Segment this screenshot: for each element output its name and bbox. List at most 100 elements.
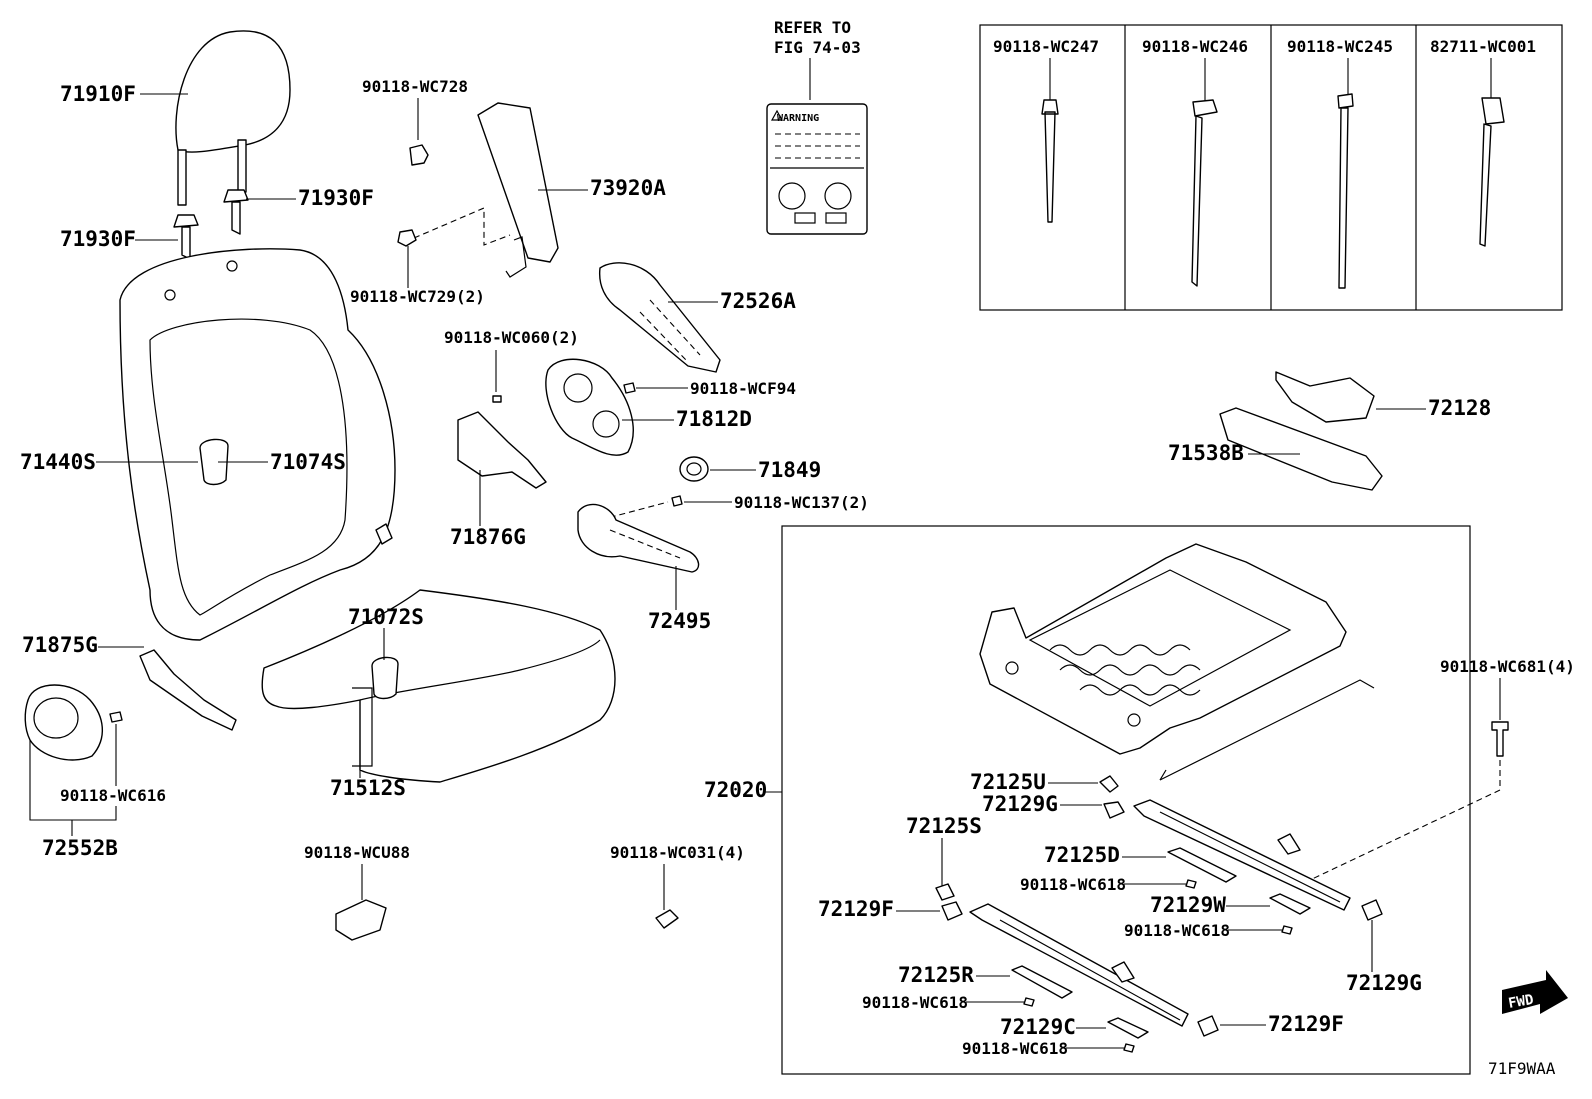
label-90118-WC031: 90118-WC031(4) xyxy=(610,843,745,862)
label-90118-WCU88: 90118-WCU88 xyxy=(304,843,410,862)
seat-side-cover-71538B[interactable] xyxy=(1219,407,1383,491)
label-72129C: 72129C xyxy=(1000,1015,1076,1039)
label-71072S: 71072S xyxy=(348,605,424,629)
label-71074S: 71074S xyxy=(270,450,346,474)
label-90118-WCF94: 90118-WCF94 xyxy=(690,379,796,398)
clip-wc618-c[interactable] xyxy=(1023,997,1035,1007)
label-90118-WC729: 90118-WC729(2) xyxy=(350,287,485,306)
seat-frame-assembly[interactable] xyxy=(979,543,1375,781)
label-73920A: 73920A xyxy=(590,176,666,200)
label-90118-WC616: 90118-WC616 xyxy=(60,786,166,805)
label-72552B: 72552B xyxy=(42,836,118,860)
bolt-wc031[interactable] xyxy=(655,909,679,929)
clip-wc618-d[interactable] xyxy=(1123,1043,1135,1053)
label-72129F-left: 72129F xyxy=(818,897,894,921)
label-90118-WC681: 90118-WC681(4) xyxy=(1440,657,1575,676)
cover-72125D[interactable] xyxy=(1167,847,1237,883)
refer-text-1: REFER TO xyxy=(774,18,851,37)
label-71876G: 71876G xyxy=(450,525,526,549)
fwd-arrow-icon: FWD xyxy=(1502,970,1568,1014)
label-71812D: 71812D xyxy=(676,407,752,431)
label-72020: 72020 xyxy=(704,778,767,802)
inset-label-2: 90118-WC246 xyxy=(1142,37,1248,56)
label-90118-WC618-d: 90118-WC618 xyxy=(962,1039,1068,1058)
clip-wc728[interactable] xyxy=(409,144,429,166)
seat-cushion[interactable] xyxy=(261,589,616,783)
label-72129F-right: 72129F xyxy=(1268,1012,1344,1036)
recliner-lever[interactable] xyxy=(577,503,700,573)
cable-tie-wc247 xyxy=(1041,99,1059,223)
clip-inset-box: 90118-WC247 90118-WC246 90118-WC245 8271… xyxy=(979,24,1563,311)
clip-wc618-a[interactable] xyxy=(1185,879,1197,889)
label-72495: 72495 xyxy=(648,609,711,633)
cover-72129W[interactable] xyxy=(1269,893,1311,915)
label-71930F-left: 71930F xyxy=(60,227,136,251)
inset-label-3: 90118-WC245 xyxy=(1287,37,1393,56)
warning-label-sticker[interactable]: WARNING xyxy=(766,103,868,235)
screw-wc060[interactable] xyxy=(492,395,502,403)
recliner-knob-cover[interactable] xyxy=(24,684,104,761)
recliner-cover-inner[interactable] xyxy=(545,358,634,456)
cover-72129C[interactable] xyxy=(1107,1017,1149,1039)
cap-72129G-upper[interactable] xyxy=(1103,801,1125,819)
cover-72125R[interactable] xyxy=(1011,965,1073,999)
label-72125U: 72125U xyxy=(970,770,1046,794)
clip-wc729[interactable] xyxy=(397,229,417,247)
cap-72129F-right[interactable] xyxy=(1197,1015,1219,1037)
label-71512S: 71512S xyxy=(330,776,406,800)
label-90118-WC618-a: 90118-WC618 xyxy=(1020,875,1126,894)
label-72125S: 72125S xyxy=(906,814,982,838)
clip-wcu88[interactable] xyxy=(335,899,387,941)
clip-wc616[interactable] xyxy=(109,711,123,723)
figure-code: 71F9WAA xyxy=(1488,1059,1556,1078)
headrest-guide-left[interactable] xyxy=(173,214,199,260)
seat-frame-box xyxy=(781,525,1471,1075)
inset-label-4: 82711-WC001 xyxy=(1430,37,1536,56)
seat-side-bracket[interactable] xyxy=(139,649,237,731)
washer-71849[interactable] xyxy=(679,456,709,482)
label-71538B: 71538B xyxy=(1168,441,1244,465)
screw-wcf94[interactable] xyxy=(623,382,636,394)
label-72129G-upper: 72129G xyxy=(982,792,1058,816)
label-71930F-right: 71930F xyxy=(298,186,374,210)
label-90118-WC060: 90118-WC060(2) xyxy=(444,328,579,347)
label-90118-WC137: 90118-WC137(2) xyxy=(734,493,869,512)
cap-72129F-left[interactable] xyxy=(941,901,963,921)
seatback-side-panel[interactable] xyxy=(477,102,559,263)
label-72128: 72128 xyxy=(1428,396,1491,420)
warning-triangle-icon xyxy=(770,109,784,121)
label-72125D: 72125D xyxy=(1044,843,1120,867)
bolt-wc681[interactable] xyxy=(1491,721,1509,757)
clip-72125S[interactable] xyxy=(935,883,955,901)
cable-tie-wc245 xyxy=(1337,93,1354,289)
seat-rail-upper[interactable] xyxy=(1133,799,1351,911)
clip-wc618-b[interactable] xyxy=(1281,925,1293,935)
fwd-text: FWD xyxy=(1507,992,1535,1012)
cable-tie-82711 xyxy=(1479,97,1505,247)
refer-text-2: FIG 74-03 xyxy=(774,38,861,57)
label-71849: 71849 xyxy=(758,458,821,482)
recliner-cover-outer[interactable] xyxy=(598,262,721,373)
seat-side-cover-72128[interactable] xyxy=(1275,371,1375,423)
label-72526A: 72526A xyxy=(720,289,796,313)
clip-72125U[interactable] xyxy=(1099,775,1119,793)
label-72129W: 72129W xyxy=(1150,893,1226,917)
label-90118-WC728: 90118-WC728 xyxy=(362,77,468,96)
cap-72129G-lower[interactable] xyxy=(1361,899,1383,921)
cable-tie-wc246 xyxy=(1191,99,1218,287)
label-72129G-lower: 72129G xyxy=(1346,971,1422,995)
seat-rail-lower[interactable] xyxy=(969,903,1189,1027)
label-71910F: 71910F xyxy=(60,82,136,106)
seatback-cushion[interactable] xyxy=(119,248,396,641)
label-71875G: 71875G xyxy=(22,633,98,657)
label-90118-WC618-c: 90118-WC618 xyxy=(862,993,968,1012)
recliner-bracket[interactable] xyxy=(457,411,547,489)
screw-wc137[interactable] xyxy=(671,495,683,507)
warning-label-text: WARNING xyxy=(777,113,819,124)
label-90118-WC618-b: 90118-WC618 xyxy=(1124,921,1230,940)
headrest-guide-right[interactable] xyxy=(223,189,249,235)
label-71440S: 71440S xyxy=(20,450,96,474)
label-72125R: 72125R xyxy=(898,963,974,987)
headrest[interactable] xyxy=(175,30,291,206)
